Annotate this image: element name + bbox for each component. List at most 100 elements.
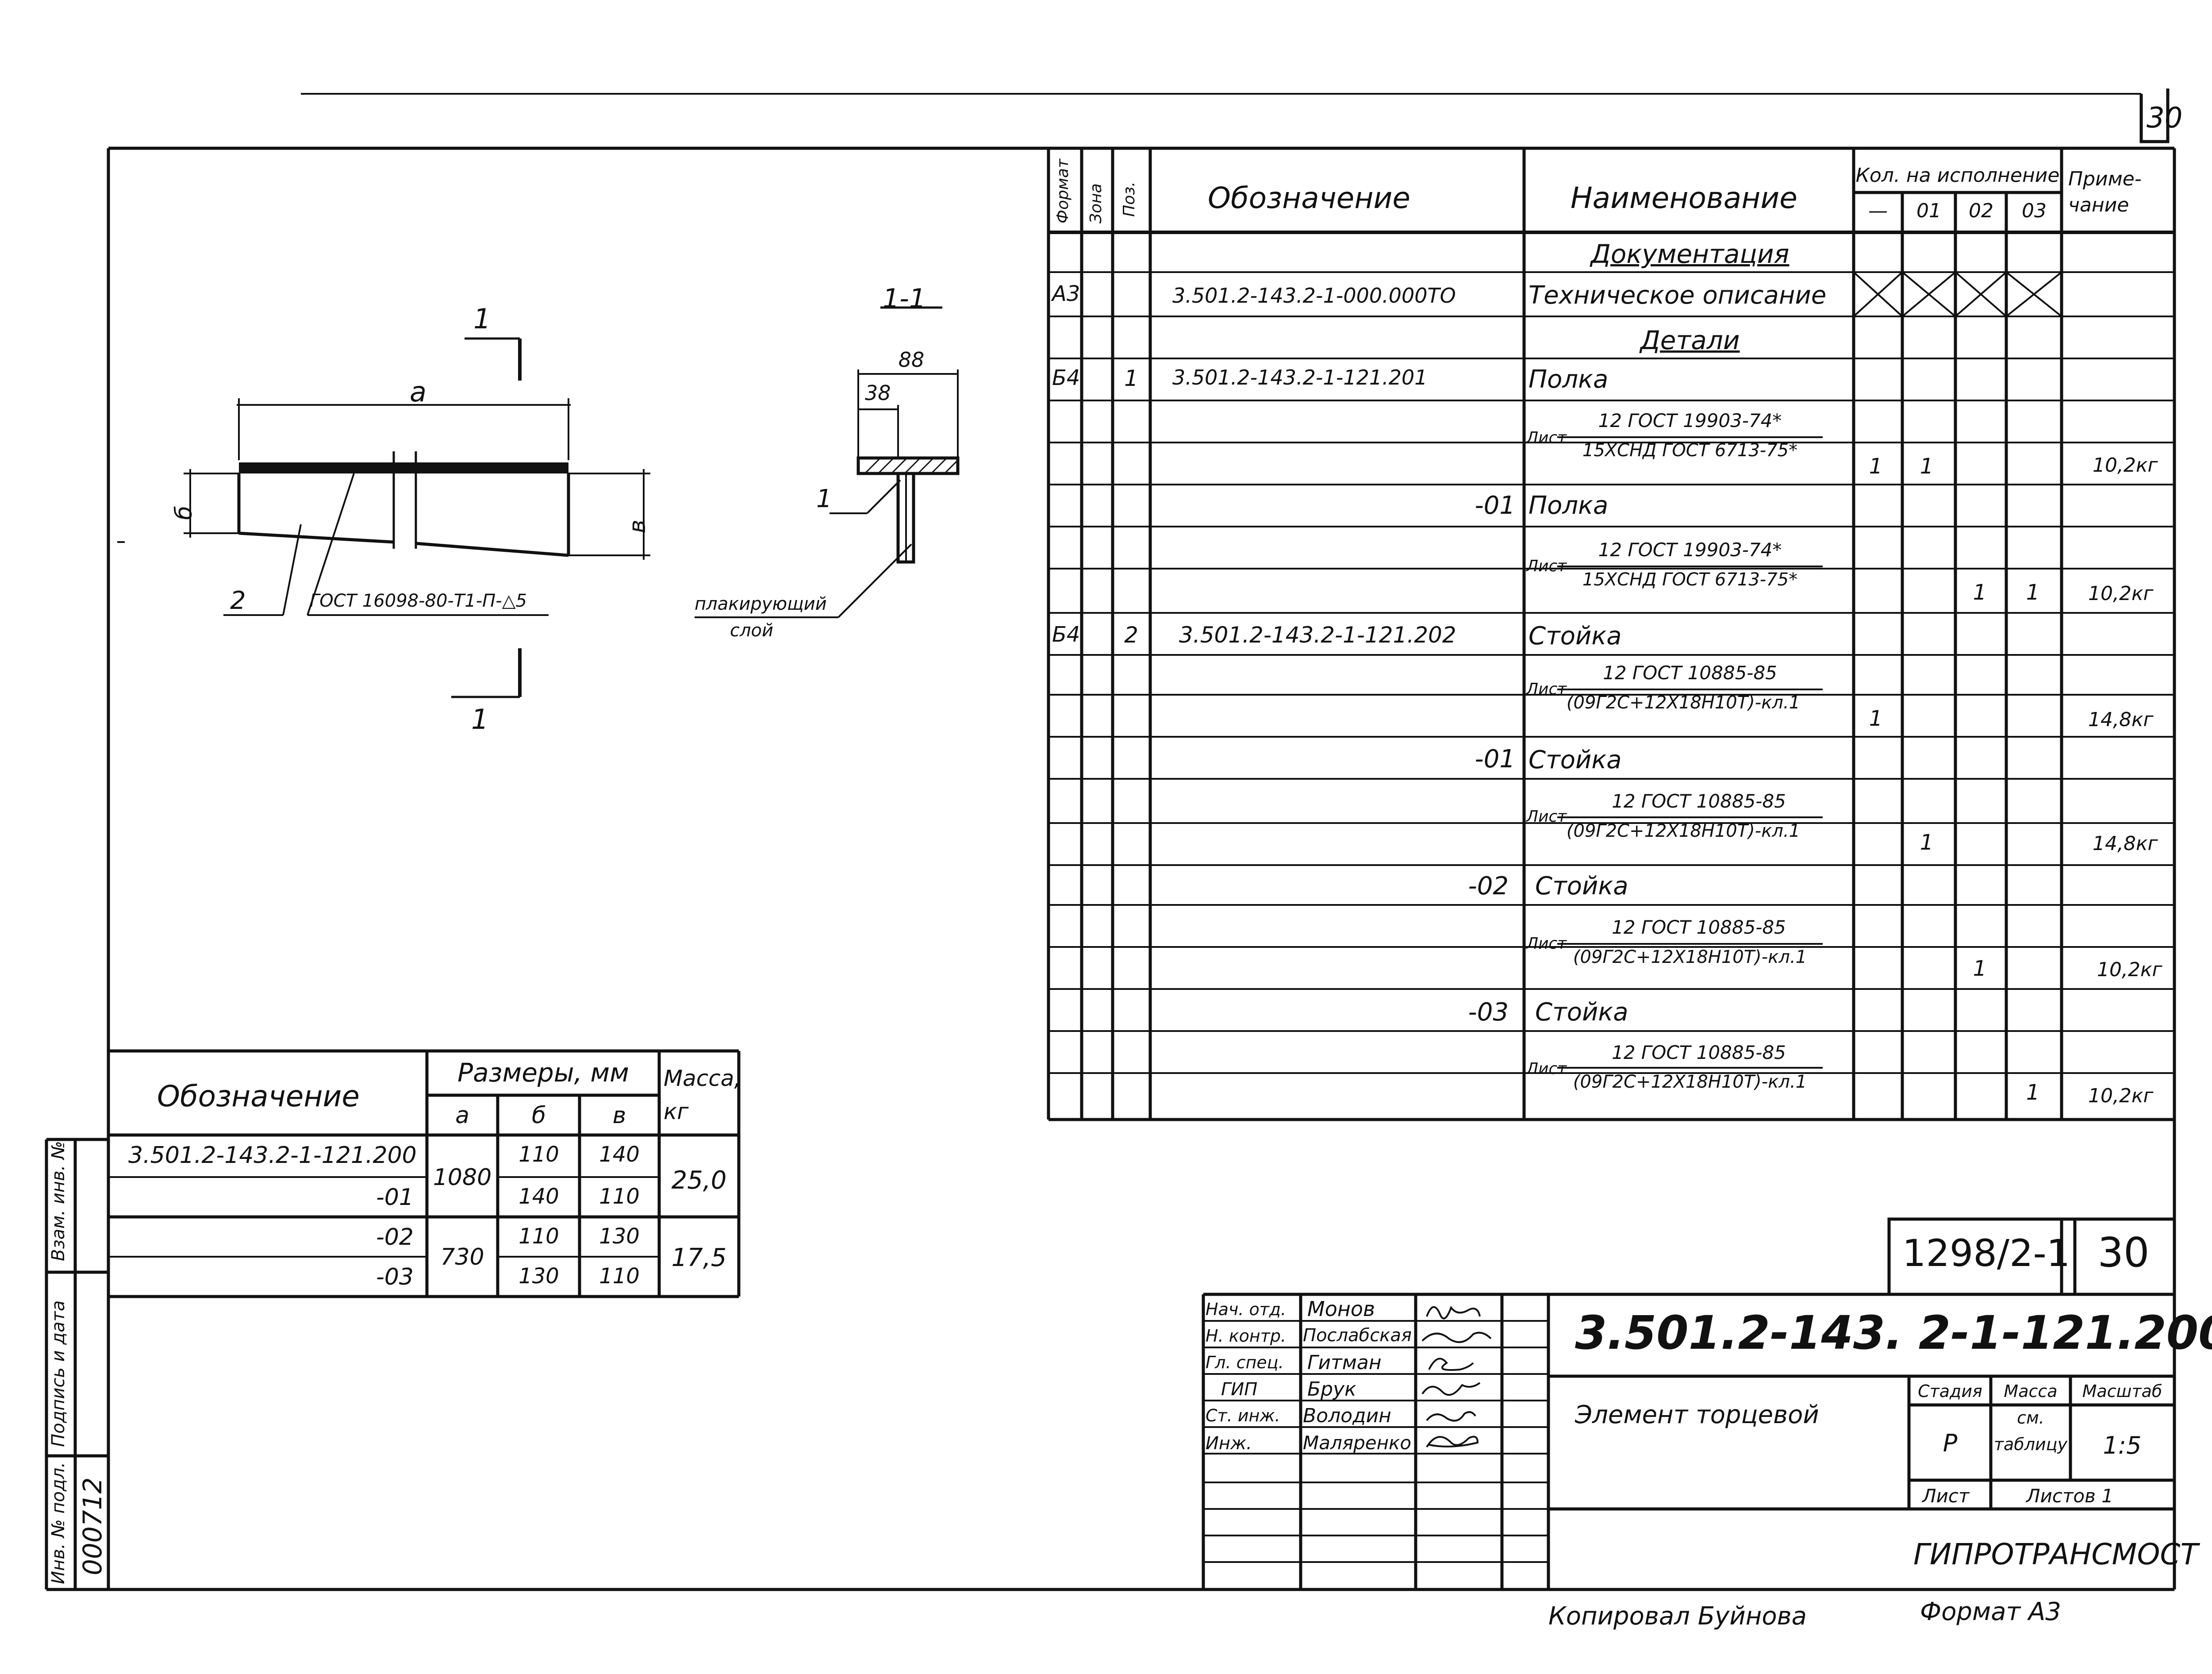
tb-sheets-label: Листов 1 bbox=[2026, 1485, 2113, 1507]
callout-1: 1 bbox=[816, 485, 832, 513]
drawing-designation: 3.501.2-143. 2-1-121.200 bbox=[1575, 1306, 2212, 1360]
size-header-designation: Обозначение bbox=[157, 1079, 360, 1113]
spec-header-zone: Зона bbox=[1087, 183, 1105, 223]
tb-person: Монов bbox=[1307, 1297, 1375, 1321]
side-stamp-inv-label: Инв. № подл. bbox=[48, 1462, 69, 1584]
spec-row-designation: 3.501.2-143.2-1-000.000ТО bbox=[1172, 284, 1456, 308]
size-row-designation: 3.501.2-143.2-1-121.200 bbox=[128, 1142, 417, 1169]
spec-header-qty-0: — bbox=[1868, 200, 1888, 222]
tb-role: Гл. спец. bbox=[1206, 1353, 1284, 1372]
size-cell-v: 110 bbox=[599, 1184, 640, 1209]
size-row-designation: -02 bbox=[376, 1224, 414, 1251]
spec-section-parts: Детали bbox=[1640, 325, 1740, 355]
spec-material-prefix: Лист bbox=[1526, 429, 1567, 447]
spec-qty: 1 bbox=[2026, 1080, 2040, 1105]
tb-header-stage: Стадия bbox=[1918, 1382, 1982, 1401]
dim-88: 88 bbox=[898, 348, 925, 372]
spec-material-bottom: (09Г2С+12Х18Н10Т)-кл.1 bbox=[1573, 947, 1807, 967]
size-cell-a: 1080 bbox=[433, 1164, 492, 1191]
size-header-mass: Масса, кг bbox=[664, 1066, 741, 1124]
spec-row-name: Полка bbox=[1528, 365, 1609, 394]
spec-material-prefix: Лист bbox=[1526, 935, 1567, 953]
spec-section-docs: Документация bbox=[1590, 239, 1790, 269]
spec-row-name: Стойка bbox=[1535, 998, 1628, 1027]
size-header-sizes: Размеры, мм bbox=[457, 1058, 629, 1088]
tb-header-mass: Масса bbox=[2004, 1382, 2058, 1401]
tb-role: Н. контр. bbox=[1206, 1326, 1286, 1346]
spec-material-bottom: (09Г2С+12Х18Н10Т)-кл.1 bbox=[1566, 821, 1801, 841]
spec-qty: 1 bbox=[1973, 956, 1987, 981]
tb-person: Гитман bbox=[1307, 1351, 1382, 1374]
drawing-title: Элемент торцевой bbox=[1575, 1401, 1819, 1429]
spec-row-name: Техническое описание bbox=[1528, 281, 1827, 310]
spec-qty: 1 bbox=[1920, 830, 1934, 855]
spec-material-prefix: Лист bbox=[1526, 1060, 1567, 1078]
spec-row-name: Стойка bbox=[1528, 622, 1622, 650]
spec-row-designation: -03 bbox=[1468, 998, 1509, 1027]
dim-a-label: a bbox=[410, 376, 426, 408]
size-cell-b: 130 bbox=[518, 1264, 559, 1289]
section-label: 1-1 bbox=[883, 283, 926, 314]
size-cell-b: 110 bbox=[518, 1142, 559, 1167]
spec-row-name: Полка bbox=[1528, 491, 1609, 520]
spec-row-format: А3 bbox=[1052, 281, 1080, 306]
dim-38: 38 bbox=[865, 381, 891, 405]
callout-2: 2 bbox=[230, 586, 246, 615]
spec-qty: 1 bbox=[1920, 454, 1934, 479]
tb-role: Нач. отд. bbox=[1206, 1300, 1286, 1319]
spec-material-bottom: 15ХСНД ГОСТ 6713-75* bbox=[1582, 440, 1798, 461]
spec-row-designation: 3.501.2-143.2-1-121.201 bbox=[1172, 366, 1428, 389]
section-mark-top: 1 bbox=[473, 303, 491, 335]
size-header-a: а bbox=[455, 1102, 469, 1129]
size-header-b: б bbox=[531, 1102, 546, 1129]
tb-person: Володин bbox=[1303, 1405, 1391, 1427]
tb-role: Инж. bbox=[1206, 1433, 1252, 1454]
tb-header-scale: Масштаб bbox=[2082, 1382, 2162, 1401]
spec-note: 14,8кг bbox=[2088, 708, 2154, 731]
tb-role: ГИП bbox=[1221, 1379, 1258, 1400]
spec-material-top: 12 ГОСТ 10885-85 bbox=[1603, 662, 1777, 684]
size-cell-a: 730 bbox=[440, 1244, 484, 1270]
spec-row-format: Б4 bbox=[1052, 622, 1080, 647]
spec-header-qty-1: 01 bbox=[1916, 200, 1941, 222]
spec-material-top: 12 ГОСТ 10885-85 bbox=[1612, 790, 1786, 812]
tb-person: Послабская bbox=[1303, 1325, 1412, 1346]
tb-organization: ГИПРОТРАНСМОСТ bbox=[1913, 1537, 2198, 1571]
section-mark-bottom: 1 bbox=[471, 703, 489, 735]
spec-note: 10,2кг bbox=[2097, 958, 2162, 981]
spec-note: 10,2кг bbox=[2093, 454, 2158, 477]
spec-qty: 1 bbox=[1869, 454, 1883, 479]
spec-header-qty-3: 03 bbox=[2022, 200, 2047, 222]
spec-row-name: Стойка bbox=[1528, 746, 1622, 774]
spec-qty: 1 bbox=[2026, 580, 2040, 605]
spec-header-designation: Обозначение bbox=[1208, 181, 1410, 215]
spec-row-designation: -02 bbox=[1468, 872, 1509, 900]
spec-row-pos: 2 bbox=[1124, 622, 1138, 648]
tb-sheet-label: Лист bbox=[1922, 1485, 1970, 1507]
spec-material-prefix: Лист bbox=[1526, 680, 1567, 698]
size-header-v: в bbox=[612, 1102, 626, 1129]
tb-mass-l1: см. bbox=[2017, 1408, 2044, 1428]
spec-row-format: Б4 bbox=[1052, 366, 1080, 390]
spec-material-bottom: (09Г2С+12Х18Н10Т)-кл.1 bbox=[1573, 1072, 1807, 1092]
format-label: Формат А3 bbox=[1920, 1597, 2061, 1626]
side-stamp-sign-label: Подпись и дата bbox=[48, 1300, 69, 1447]
size-cell-b: 110 bbox=[518, 1224, 559, 1249]
size-cell-mass: 17,5 bbox=[671, 1243, 727, 1272]
tb-role: Ст. инж. bbox=[1206, 1406, 1280, 1425]
spec-material-bottom: (09Г2С+12Х18Н10Т)-кл.1 bbox=[1566, 693, 1801, 713]
spec-material-bottom: 15ХСНД ГОСТ 6713-75* bbox=[1582, 570, 1798, 590]
spec-qty: 1 bbox=[1973, 580, 1987, 605]
spec-row-pos: 1 bbox=[1124, 366, 1138, 391]
tb-stage: Р bbox=[1943, 1429, 1958, 1457]
spec-note: 14,8кг bbox=[2093, 832, 2158, 855]
spec-row-name: Стойка bbox=[1535, 872, 1628, 900]
tb-person: Маляренко bbox=[1303, 1432, 1412, 1454]
weld-note: ГОСТ 16098-80-Т1-П-△5 bbox=[310, 591, 527, 611]
copied-by: Копировал Буйнова bbox=[1548, 1602, 1807, 1631]
size-row-designation: -01 bbox=[376, 1184, 414, 1211]
dim-v-label: в bbox=[624, 520, 651, 533]
spec-material-top: 12 ГОСТ 10885-85 bbox=[1612, 1042, 1786, 1063]
spec-row-designation: -01 bbox=[1475, 745, 1515, 774]
